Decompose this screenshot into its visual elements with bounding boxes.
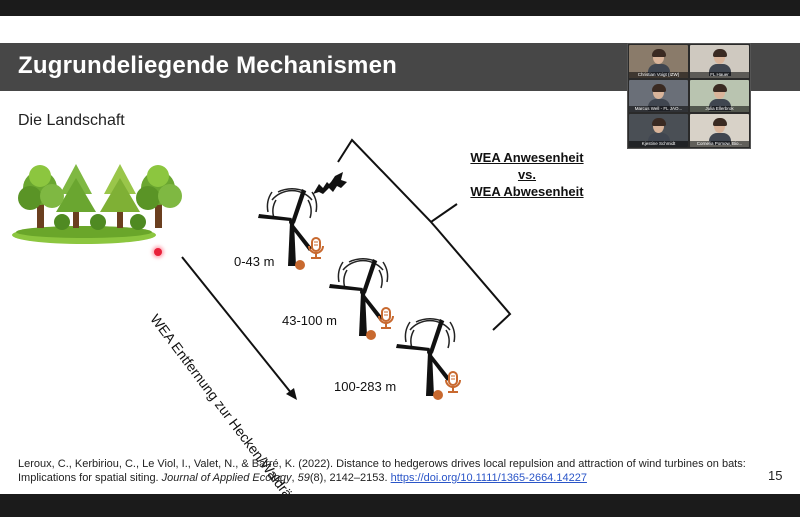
video-participants-grid[interactable]: Christian Voigt (IZW) FL Hauer Marcus We… — [627, 43, 751, 149]
microphone-icon — [445, 371, 461, 393]
distance-label: 43-100 m — [282, 313, 337, 328]
participant-hair — [651, 83, 666, 92]
participant-name: Kjestine Schmidt — [629, 141, 688, 147]
participant-name: Julia Ellerbrok — [690, 106, 749, 113]
wind-turbine-icon — [395, 318, 456, 401]
bracket-icon — [337, 138, 512, 331]
participant-name: Cornelia Pomow, Bio... — [690, 141, 749, 147]
window-top-bar — [0, 0, 800, 16]
distance-label: 100-283 m — [334, 379, 397, 394]
participant-hair — [651, 49, 666, 57]
participant-hair — [712, 49, 727, 57]
wind-turbine-icon — [328, 258, 389, 341]
citation-text: Leroux, C., Kerbiriou, C., Le Viol, I., … — [18, 458, 746, 484]
window-bottom-bar — [0, 494, 800, 517]
slide-diagram — [12, 138, 512, 401]
microphone-icon — [308, 237, 324, 259]
wea-heading: WEA Anwesenheit vs. WEA Abwesenheit — [452, 149, 602, 200]
participant-face — [713, 120, 725, 134]
participant-tile[interactable]: Christian Voigt (IZW) — [629, 45, 688, 78]
citation-journal: Journal of Applied Ecology — [161, 472, 292, 484]
participant-name: Marcus Well - FL JAO... — [629, 106, 688, 113]
trees-illustration — [12, 164, 182, 244]
citation: Leroux, C., Kerbiriou, C., Le Viol, I., … — [18, 457, 758, 485]
wea-heading-line: WEA Abwesenheit — [470, 184, 584, 199]
distance-label: 0-43 m — [234, 254, 275, 269]
wea-heading-line: WEA Anwesenheit — [470, 150, 584, 165]
participant-name: Christian Voigt (IZW) — [629, 71, 688, 78]
wea-heading-line: vs. — [517, 167, 537, 182]
participant-face — [652, 85, 664, 99]
citation-volume: 59 — [297, 472, 310, 484]
arrow-icon — [181, 256, 297, 400]
presentation-slide: Zugrundeliegende Mechanismen Die Landsch… — [0, 16, 800, 494]
participant-face — [652, 51, 664, 64]
participant-hair — [712, 83, 727, 92]
participant-tile[interactable]: Julia Ellerbrok — [690, 79, 749, 113]
slide-subtitle: Die Landschaft — [18, 112, 125, 129]
page-number: 15 — [768, 468, 783, 483]
citation-comma: , — [291, 472, 298, 484]
laser-pointer-icon — [154, 248, 162, 256]
participant-tile[interactable]: FL Hauer — [690, 45, 749, 78]
citation-pages: (8), 2142–2153. — [309, 472, 391, 484]
participant-hair — [712, 118, 727, 127]
bat-icon — [313, 172, 347, 194]
participant-hair — [651, 118, 666, 127]
slide-title: Zugrundeliegende Mechanismen — [18, 52, 397, 79]
doi-link[interactable]: https://doi.org/10.1111/1365-2664.14227 — [390, 472, 587, 484]
participant-tile[interactable]: Kjestine Schmidt — [629, 114, 688, 147]
participant-tile[interactable]: Marcus Well - FL JAO... — [629, 79, 688, 113]
participant-name: FL Hauer — [690, 71, 749, 78]
participant-face — [713, 51, 725, 64]
participant-tile[interactable]: Cornelia Pomow, Bio... — [690, 114, 749, 147]
participant-face — [713, 85, 725, 99]
participant-face — [652, 120, 664, 134]
microphone-icon — [378, 307, 394, 329]
